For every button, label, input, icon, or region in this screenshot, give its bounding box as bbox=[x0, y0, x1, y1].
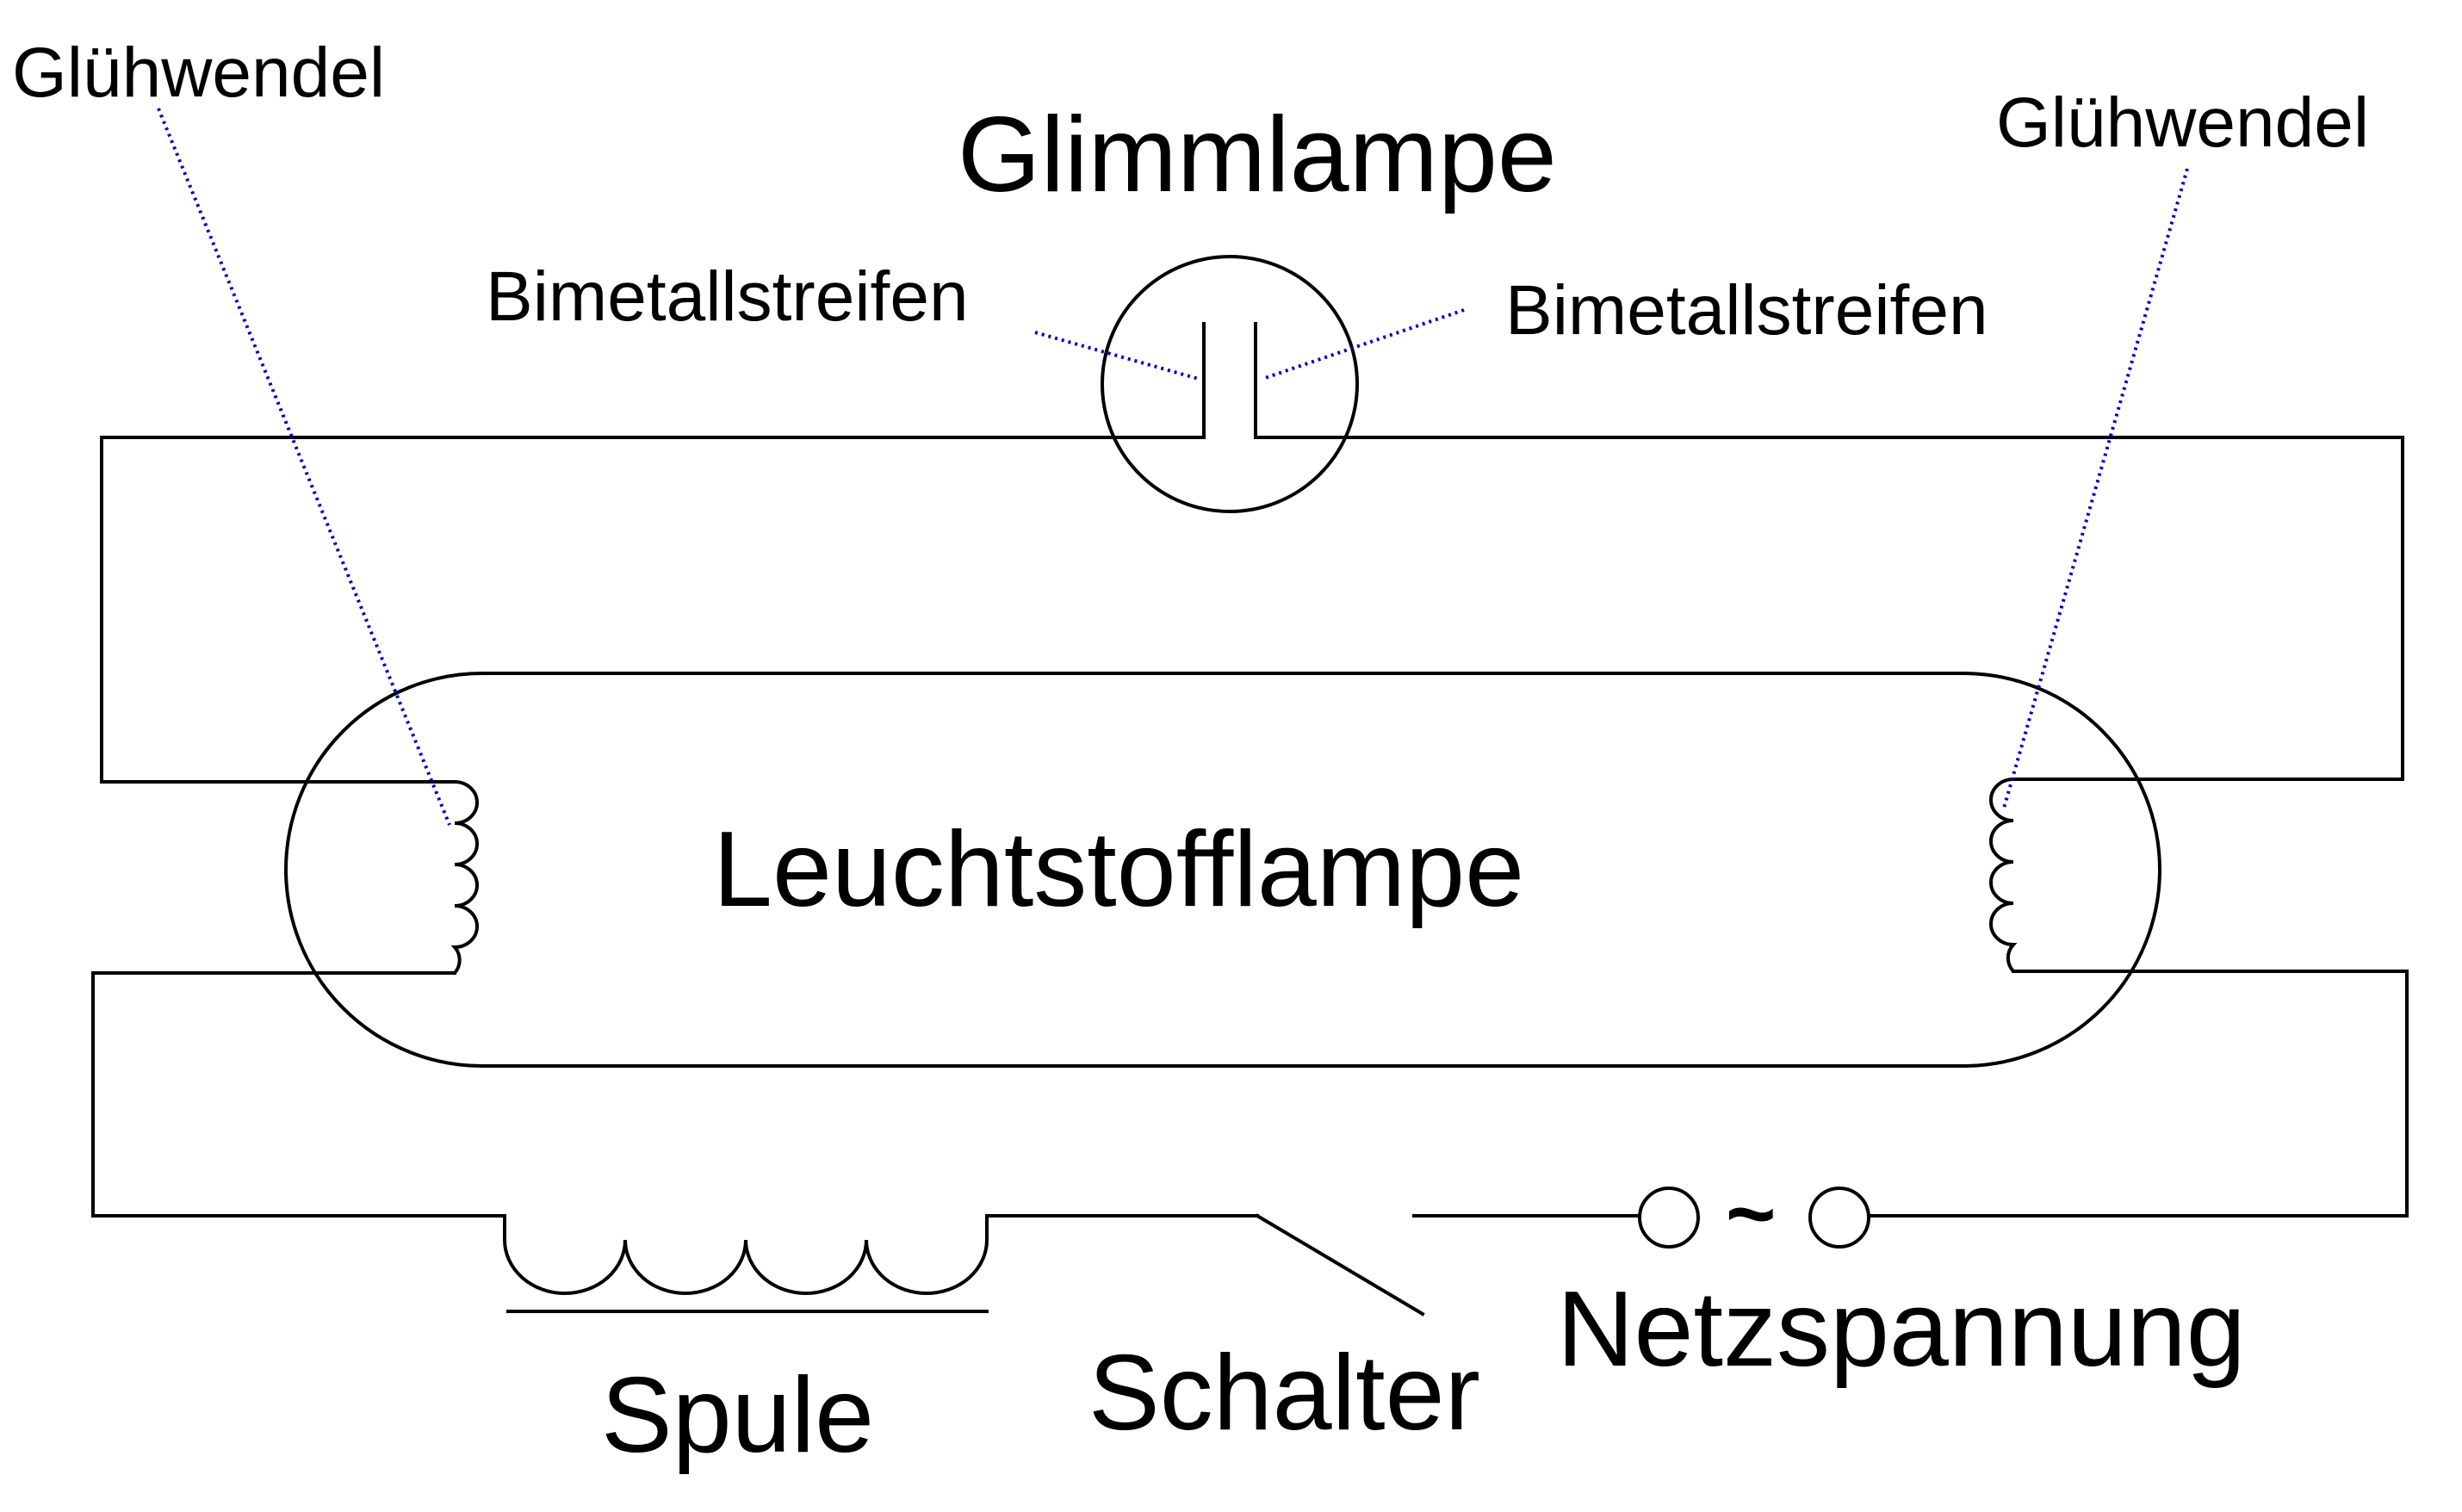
netzspannung-terminal-left bbox=[1638, 1187, 1700, 1249]
pointer-bimetall-left bbox=[1034, 331, 1200, 381]
spule-coil bbox=[503, 1216, 989, 1295]
lower-left-wire bbox=[91, 971, 506, 1218]
label-bimetall-right: Bimetallstreifen bbox=[1505, 271, 1988, 350]
pointer-gluehwendel-right bbox=[2001, 168, 2189, 812]
netzspannung-terminal-right bbox=[1808, 1187, 1870, 1249]
glimmlampe-bulb bbox=[1101, 255, 1359, 513]
pointer-gluehwendel-left bbox=[157, 108, 451, 826]
label-schalter: Schalter bbox=[1088, 1334, 1480, 1453]
upper-left-wire bbox=[100, 436, 1206, 784]
lower-right-wire bbox=[1867, 970, 2409, 1218]
label-spule: Spule bbox=[601, 1356, 874, 1475]
label-gluehwendel-left: Glühwendel bbox=[12, 34, 385, 112]
right-filament-coil bbox=[1989, 778, 2018, 973]
left-filament-coil bbox=[450, 780, 479, 975]
upper-right-wire bbox=[1254, 436, 2404, 781]
label-netzspannung: Netzspannung bbox=[1557, 1270, 2246, 1389]
schalter-blade bbox=[1255, 1213, 1425, 1317]
leuchtstofflampe-tube bbox=[284, 672, 2161, 1068]
label-bimetall-left: Bimetallstreifen bbox=[486, 257, 969, 336]
label-leuchtstofflampe: Leuchtstofflampe bbox=[713, 810, 1524, 929]
label-glimmlampe: Glimmlampe bbox=[958, 96, 1557, 214]
label-gluehwendel-right: Glühwendel bbox=[1996, 84, 2369, 162]
pointer-bimetall-right bbox=[1262, 308, 1465, 381]
label-ac-symbol: ~ bbox=[1726, 1166, 1776, 1262]
